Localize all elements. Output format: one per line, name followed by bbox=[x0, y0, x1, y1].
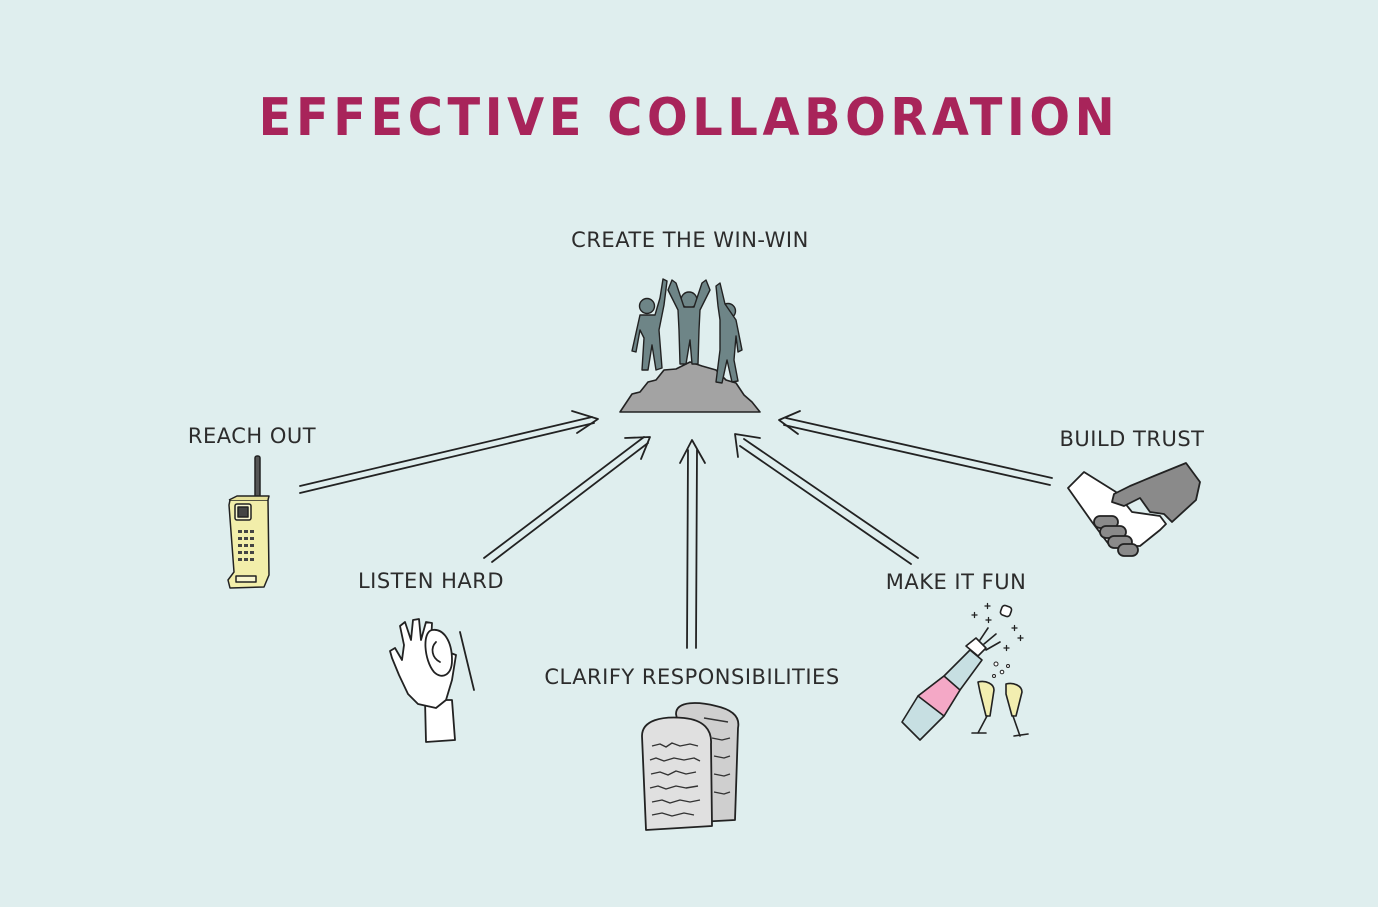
node-label-listen-hard: LISTEN HARD bbox=[357, 569, 505, 593]
node-label-build-trust: BUILD TRUST bbox=[1059, 427, 1205, 451]
arrow-clarify-responsibilities bbox=[679, 439, 706, 649]
node-label-make-it-fun: MAKE IT FUN bbox=[885, 570, 1027, 594]
arrow-reach-out bbox=[299, 410, 599, 494]
arrow-build-trust bbox=[778, 410, 1053, 486]
stone-tablets-icon bbox=[641, 702, 740, 831]
people-on-summit-icon bbox=[619, 278, 761, 413]
node-label-clarify-responsibilities: CLARIFY RESPONSIBILITIES bbox=[544, 665, 840, 689]
champagne-celebration-icon bbox=[901, 602, 1029, 741]
arrow-listen-hard bbox=[483, 436, 651, 563]
arrow-make-it-fun bbox=[734, 433, 919, 565]
hand-to-ear-icon bbox=[389, 618, 475, 743]
node-label-reach-out: REACH OUT bbox=[187, 424, 317, 448]
center-label: CREATE THE WIN-WIN bbox=[571, 228, 809, 252]
brick-phone-icon bbox=[227, 455, 270, 589]
handshake-icon bbox=[1067, 462, 1201, 557]
diagram-title: EFFECTIVE COLLABORATION bbox=[258, 88, 1120, 148]
